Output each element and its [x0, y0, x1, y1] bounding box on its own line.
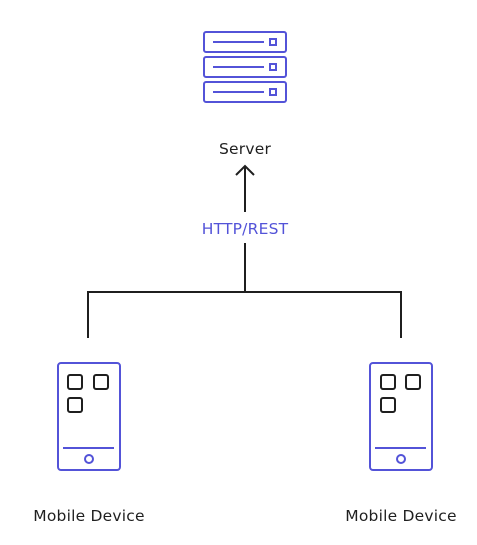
connection-label: HTTP/REST [201, 220, 289, 238]
mobile-phone-icon [369, 362, 433, 471]
device-label-left: Mobile Device [33, 507, 145, 525]
connector-lines [87, 243, 402, 338]
server-label: Server [218, 140, 272, 158]
mobile-phone-icon [57, 362, 121, 471]
server-rack-icon [203, 31, 287, 103]
device-label-right: Mobile Device [345, 507, 457, 525]
arrow-up-icon [235, 164, 255, 212]
